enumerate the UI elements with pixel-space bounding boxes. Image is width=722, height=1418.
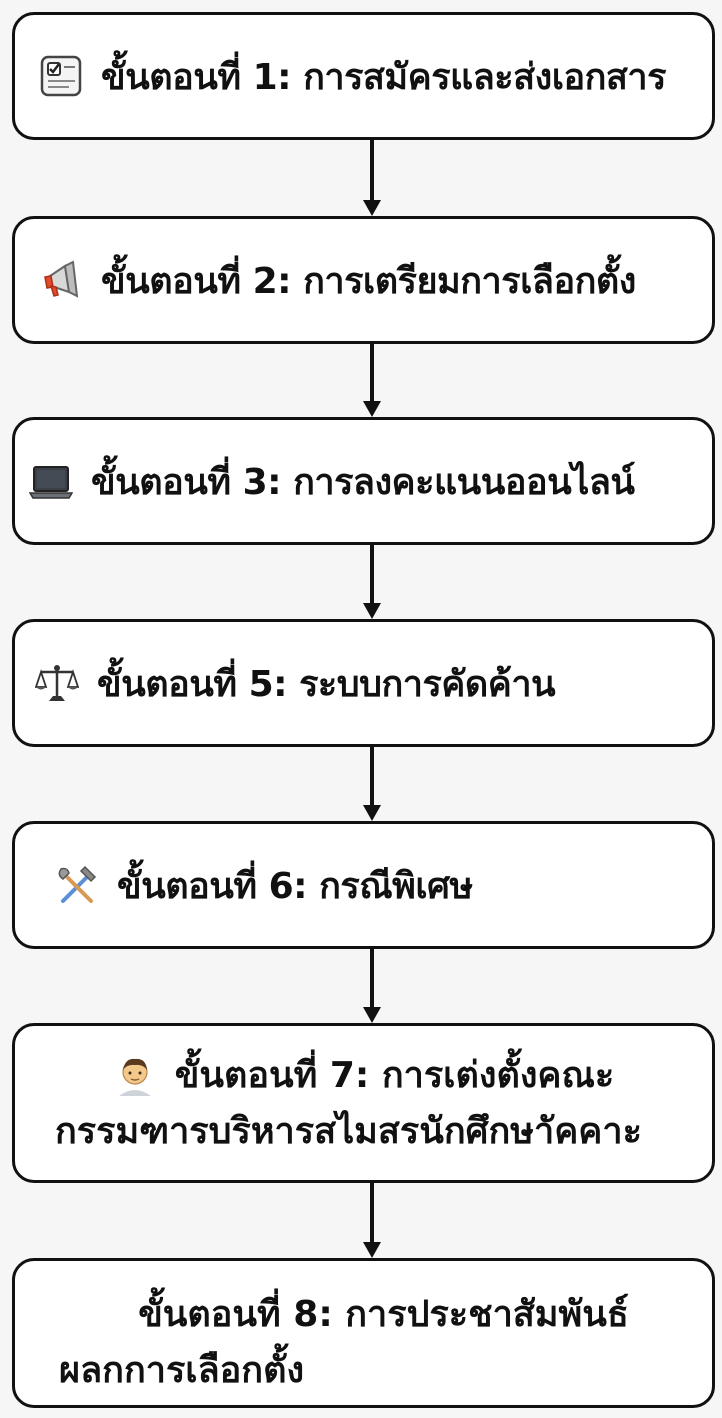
- step-1-label: ขั้นตอนที่ 1: การสมัครและส่งเอกสาร: [101, 56, 666, 98]
- step-8-box: ขั้นตอนที่ 8: การประชาสัมพันธ์ ผลกการเลื…: [12, 1258, 715, 1408]
- arrow-6-7: [363, 949, 381, 1023]
- scales-icon: [35, 661, 79, 705]
- step-7-box: ขั้นตอนที่ 7: การเต่งตั้งคณะ กรรมฑารบริห…: [12, 1023, 715, 1183]
- laptop-icon: [29, 459, 73, 503]
- step-2-box: ขั้นตอนที่ 2: การเตรียมการเลือกตั้ง: [12, 216, 715, 344]
- megaphone-icon: [39, 258, 83, 302]
- step-8-label-line1: ขั้นตอนที่ 8: การประชาสัมพันธ์: [138, 1294, 629, 1335]
- arrow-3-5: [363, 545, 381, 619]
- arrow-2-3: [363, 344, 381, 417]
- step-7-label-line1: ขั้นตอนที่ 7: การเต่งตั้งคณะ: [174, 1055, 615, 1096]
- step-1-box: ขั้นตอนที่ 1: การสมัครและส่งเอกสาร: [12, 12, 715, 140]
- step-5-box: ขั้นตอนที่ 5: ระบบการคัดค้าน: [12, 619, 715, 747]
- step-3-box: ขั้นตอนที่ 3: การลงคะแนนออนไลน์: [12, 417, 715, 545]
- arrow-5-6: [363, 747, 381, 821]
- step-3-label: ขั้นตอนที่ 3: การลงคะแนนออนไลน์: [91, 461, 635, 503]
- checklist-icon: [39, 54, 83, 98]
- step-8-label-line2: ผลกการเลือกตั้ง: [59, 1349, 305, 1391]
- step-5-label: ขั้นตอนที่ 5: ระบบการคัดค้าน: [97, 663, 556, 705]
- arrow-1-2: [363, 140, 381, 216]
- step-2-label: ขั้นตอนที่ 2: การเตรียมการเลือกตั้ง: [101, 260, 636, 302]
- step-6-label: ขั้นตอนที่ 6: กรณีพิเศษ: [117, 865, 473, 907]
- tools-icon: [55, 863, 99, 907]
- arrow-7-8: [363, 1183, 381, 1258]
- step-7-label-line2: กรรมฑารบริหารสไมสรนักศึกษาัคคาะ: [55, 1110, 642, 1152]
- step-6-box: ขั้นตอนที่ 6: กรณีพิเศษ: [12, 821, 715, 949]
- man-icon: [113, 1054, 157, 1098]
